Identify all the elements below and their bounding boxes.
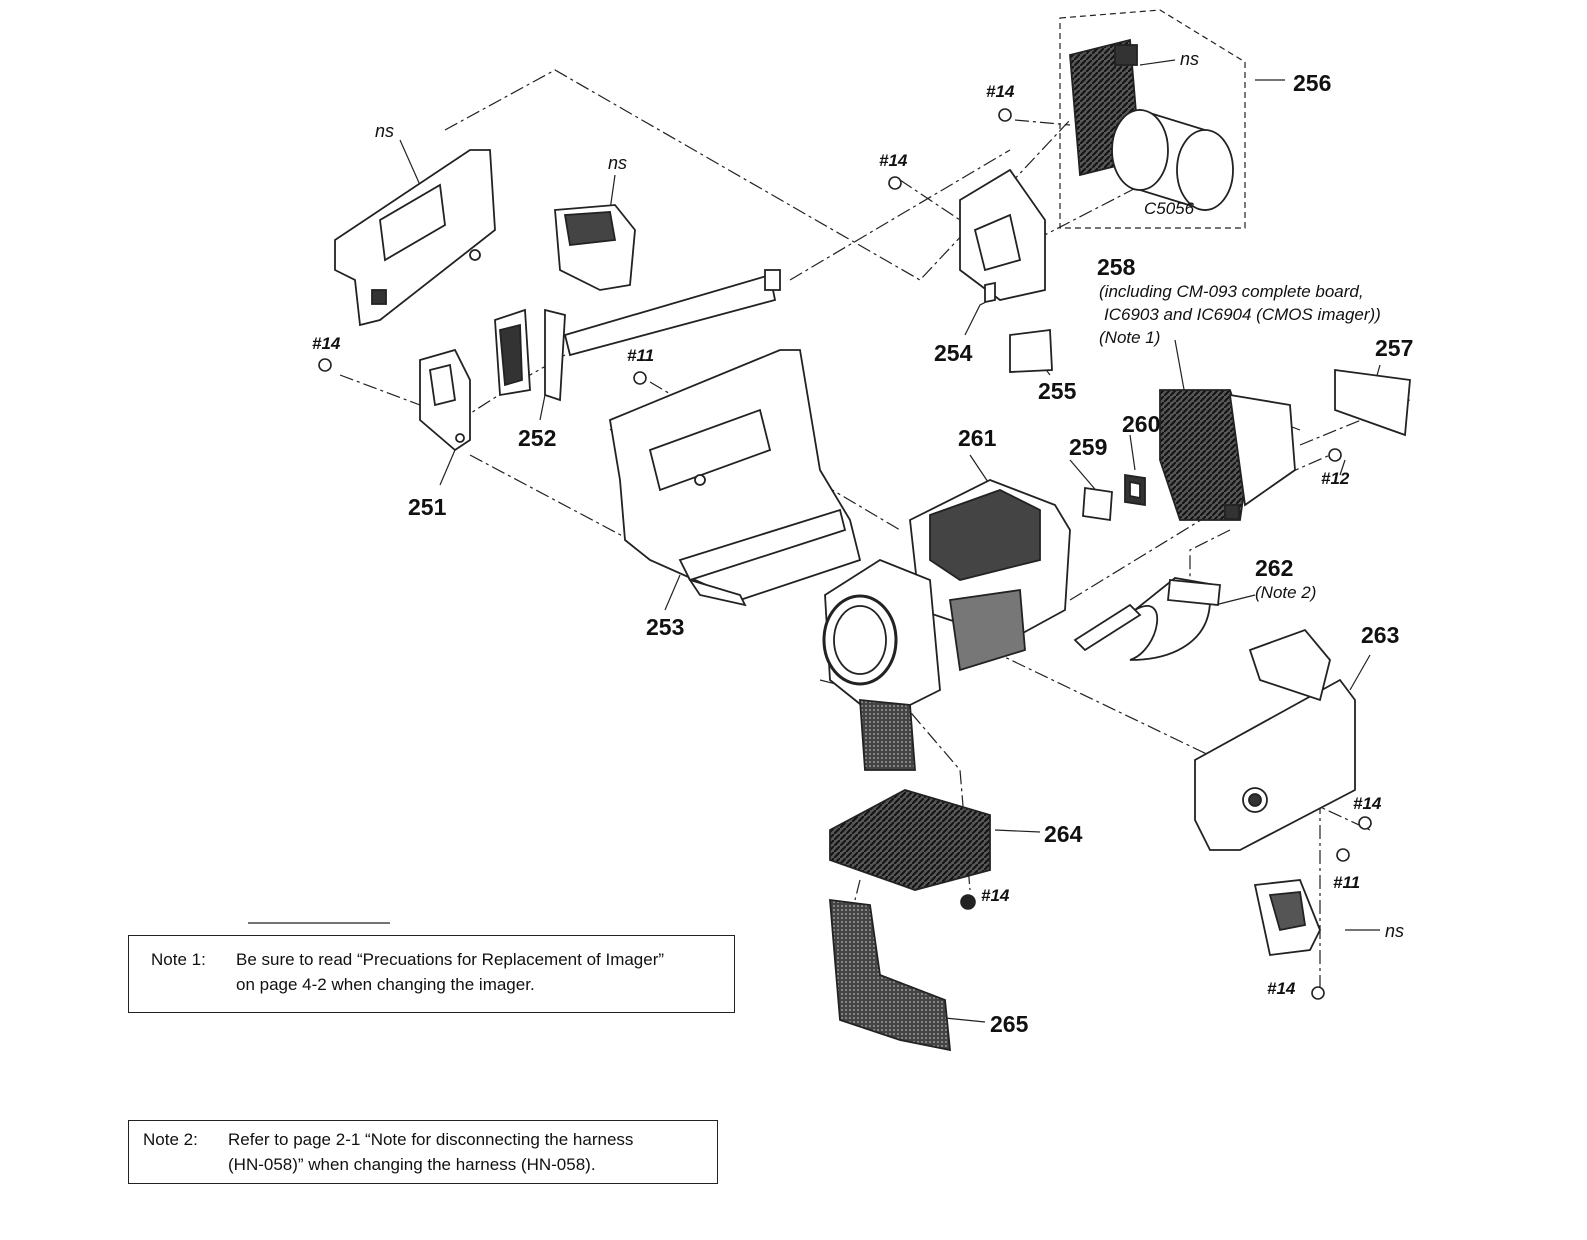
- label-c5056: C5056: [1144, 199, 1195, 218]
- label-screw-11-right: #11: [1333, 873, 1361, 892]
- label-screw-11-center: #11: [627, 346, 655, 365]
- note-2-line2: (HN-058)” when changing the harness (HN-…: [228, 1155, 596, 1174]
- part-ns-center-block: [554, 204, 636, 291]
- label-253: 253: [646, 614, 685, 640]
- note-1-box: Note 1: Be sure to read “Precuations for…: [128, 935, 735, 1013]
- label-254: 254: [934, 340, 973, 366]
- part-259-plate: [1082, 486, 1113, 522]
- label-258-description-line2: IC6903 and IC6904 (CMOS imager)): [1104, 305, 1381, 324]
- part-262-harness: [1073, 577, 1221, 661]
- label-screw-14-left: #14: [312, 334, 341, 353]
- label-ns-center: ns: [608, 153, 628, 173]
- label-screw-14-right: #14: [1353, 794, 1382, 813]
- part-256-board: [1069, 38, 1234, 212]
- label-260: 260: [1122, 411, 1161, 437]
- label-258-description-line1: (including CM-093 complete board,: [1099, 282, 1364, 301]
- label-261: 261: [958, 425, 997, 451]
- part-257-sheet: [1334, 368, 1411, 437]
- part-ns-top-left-bracket: [334, 149, 496, 327]
- part-260-rubber: [1124, 473, 1146, 507]
- label-252: 252: [518, 425, 557, 451]
- label-256: 256: [1293, 70, 1332, 96]
- part-252-viewfinder-block: [494, 269, 781, 402]
- label-259: 259: [1069, 434, 1108, 460]
- label-ns-256: ns: [1180, 49, 1200, 69]
- part-263-frame: [1194, 628, 1356, 851]
- label-screw-14-board: #14: [981, 886, 1010, 905]
- label-262: 262: [1255, 555, 1294, 581]
- part-258-board: [1159, 389, 1296, 521]
- part-261-lens-block: [822, 479, 1071, 722]
- part-254-holder: [959, 168, 1046, 304]
- label-258: 258: [1097, 254, 1136, 280]
- label-screw-12: #12: [1321, 469, 1350, 488]
- assembly-256-boundary: [1059, 9, 1246, 229]
- label-264: 264: [1044, 821, 1083, 847]
- label-258-note: (Note 1): [1099, 328, 1161, 347]
- note-2-line1: Refer to page 2-1 “Note for disconnectin…: [228, 1130, 634, 1149]
- note-1-line2: on page 4-2 when changing the imager.: [236, 975, 535, 994]
- label-ns-top-left: ns: [375, 121, 395, 141]
- note-1-line1: Be sure to read “Precuations for Replace…: [236, 950, 665, 969]
- label-ns-bottom-right: ns: [1385, 921, 1405, 941]
- label-251: 251: [408, 494, 447, 520]
- part-265-flex-cable: [829, 698, 952, 1052]
- label-265: 265: [990, 1011, 1029, 1037]
- part-ns-bottom-right-clip: [1253, 879, 1321, 956]
- label-262-note: (Note 2): [1255, 583, 1317, 602]
- label-263: 263: [1361, 622, 1400, 648]
- note-1-id: Note 1:: [151, 950, 206, 969]
- label-screw-14-center-top: #14: [879, 151, 908, 170]
- part-255-filter: [1009, 328, 1053, 373]
- part-253-frame: [608, 349, 862, 607]
- label-257: 257: [1375, 335, 1414, 361]
- label-255: 255: [1038, 378, 1077, 404]
- part-264-board: [829, 789, 991, 891]
- label-screw-14-bottom: #14: [1267, 979, 1296, 998]
- note-2-id: Note 2:: [143, 1130, 198, 1149]
- note-2-box: Note 2: Refer to page 2-1 “Note for disc…: [128, 1120, 718, 1184]
- screws: [318, 108, 1372, 1000]
- part-251-bracket: [419, 348, 471, 452]
- label-screw-14-top: #14: [986, 82, 1015, 101]
